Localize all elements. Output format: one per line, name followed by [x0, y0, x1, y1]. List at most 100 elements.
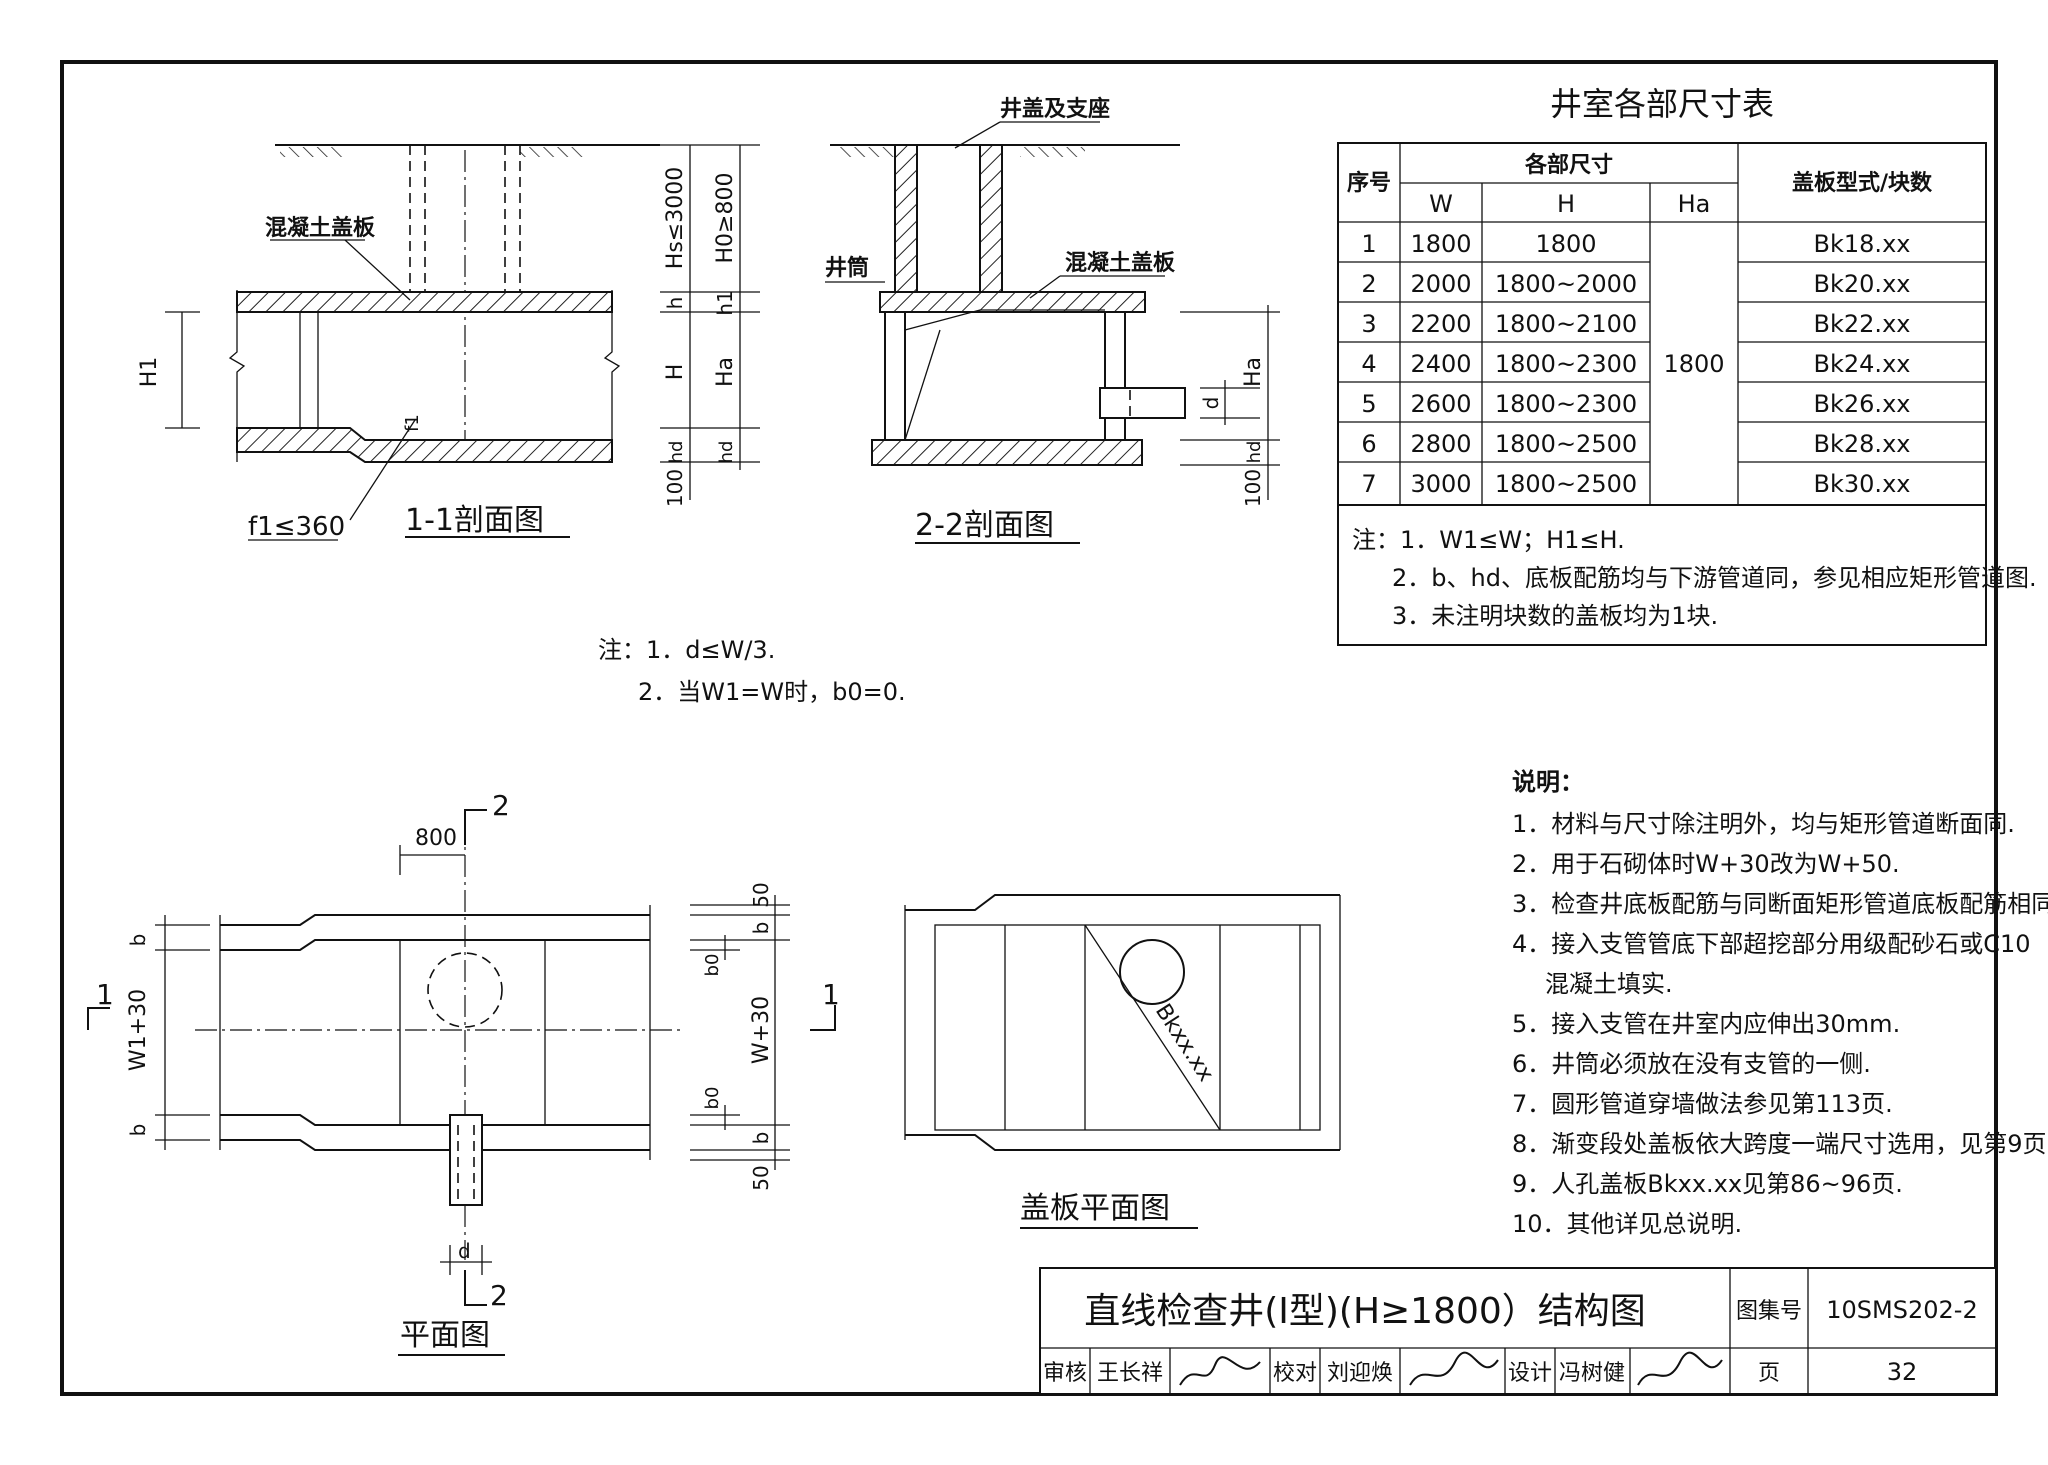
section-1-1-title: 1-1剖面图: [405, 503, 544, 538]
atlas-label: 图集号: [1736, 1299, 1802, 1324]
cell-cover: Bk28.xx: [1814, 430, 1911, 458]
reviewer-signature: [1179, 1356, 1261, 1386]
dim-b0-bottom: b0: [702, 1087, 723, 1110]
cover-plan-title: 盖板平面图: [1020, 1191, 1170, 1226]
mid-note-2: 2．当W1=W时，b0=0.: [638, 678, 906, 706]
explanation-item: 5．接入支管在井室内应伸出30mm.: [1512, 1010, 1900, 1038]
cell-W: 1800: [1410, 230, 1471, 258]
dim-H1: H1: [137, 357, 162, 388]
dim-Ha-section2: Ha: [1241, 357, 1266, 387]
explanation-item: 9．人孔盖板Bkxx.xx见第86~96页.: [1512, 1170, 1903, 1198]
table-title: 井室各部尺寸表: [1550, 85, 1774, 123]
dimension-table: 井室各部尺寸表 序号 各部尺寸 W H Ha 盖板型式/块数 1 1800 18…: [1337, 85, 2037, 646]
dim-b-top-left: b: [126, 934, 150, 947]
checker-signature: [1409, 1351, 1499, 1386]
dim-W1-30: W1+30: [126, 989, 151, 1071]
reviewer-name: 王长祥: [1097, 1361, 1163, 1386]
cell-no: 2: [1361, 270, 1376, 298]
cell-no: 4: [1361, 350, 1376, 378]
cell-cover: Bk26.xx: [1814, 390, 1911, 418]
dim-b-bottom-left: b: [126, 1124, 150, 1137]
dim-W-30: W+30: [749, 996, 774, 1064]
dim-H: H: [663, 364, 688, 381]
dim-Ha: Ha: [713, 357, 738, 387]
explanation-item: 8．渐变段处盖板依大跨度一端尺寸选用，见第9页.: [1512, 1130, 2048, 1158]
cut-mark-1-right: 1: [822, 978, 840, 1011]
table-header-dims: 各部尺寸: [1524, 152, 1613, 178]
cell-W: 2600: [1410, 390, 1471, 418]
atlas-number: 10SMS202-2: [1826, 1296, 1977, 1324]
cell-H: 1800~2300: [1495, 390, 1637, 418]
cut-mark-2-top: 2: [492, 789, 510, 822]
explanation-item: 2．用于石砌体时W+30改为W+50.: [1512, 850, 1900, 878]
dim-Hs: Hs≤3000: [663, 167, 688, 269]
cell-W: 2000: [1410, 270, 1471, 298]
explanation-item: 3．检查井底板配筋与同断面矩形管道底板配筋相同.: [1512, 890, 2048, 918]
explanation-item: 10．其他详见总说明.: [1512, 1210, 1742, 1238]
table-header-cover: 盖板型式/块数: [1792, 170, 1933, 196]
explanation: 说明： 1．材料与尺寸除注明外，均与矩形管道断面同. 2．用于石砌体时W+30改…: [1512, 768, 2048, 1238]
explanation-item: 6．井筒必须放在没有支管的一侧.: [1512, 1050, 1871, 1078]
plan-title: 平面图: [400, 1318, 490, 1353]
label-f1-note: f1≤360: [248, 512, 345, 542]
table-row: 5 2600 1800~2300 Bk26.xx: [1361, 390, 1910, 418]
cut-mark-1-left: 1: [96, 978, 114, 1011]
cell-cover: Bk22.xx: [1814, 310, 1911, 338]
label-cover-slab-2: 混凝土盖板: [1065, 250, 1176, 276]
cell-cover: Bk18.xx: [1814, 230, 1911, 258]
section-2-2-title: 2-2剖面图: [915, 508, 1054, 543]
dim-50-top: 50: [749, 882, 773, 907]
page-number: 32: [1887, 1358, 1918, 1386]
table-note-3: 3．未注明块数的盖板均为1块.: [1392, 602, 1718, 630]
designer-signature: [1637, 1351, 1723, 1386]
cell-no: 1: [1361, 230, 1376, 258]
table-header-Ha: Ha: [1678, 190, 1711, 218]
table-row: 4 2400 1800~2300 Bk24.xx: [1361, 350, 1910, 378]
cell-H: 1800: [1535, 230, 1596, 258]
explanation-item: 7．圆形管道穿墙做法参见第113页.: [1512, 1090, 1893, 1118]
table-header-H: H: [1557, 190, 1575, 218]
table-row: 7 3000 1800~2500 Bk30.xx: [1361, 470, 1910, 498]
cell-no: 6: [1361, 430, 1376, 458]
explanation-item: 4．接入支管管底下部超挖部分用级配砂石或C10: [1512, 930, 2031, 958]
table-note-1: 注：1．W1≤W；H1≤H.: [1352, 526, 1625, 554]
drawing-title: 直线检查井(Ⅰ型)(H≥1800）结构图: [1084, 1291, 1646, 1332]
cover-plan-view: Bkxx.xx 盖板平面图: [904, 894, 1341, 1229]
dim-h1: h1: [713, 290, 737, 315]
dim-100-section2: 100: [1241, 469, 1265, 507]
dim-b-top-right: b: [749, 922, 773, 935]
cell-W: 2200: [1410, 310, 1471, 338]
cell-W: 2400: [1410, 350, 1471, 378]
dim-H0: H0≥800: [713, 173, 738, 264]
dim-h: h: [663, 297, 687, 310]
check-label: 校对: [1273, 1361, 1317, 1386]
cover-slab-label: Bkxx.xx: [1150, 1000, 1218, 1087]
section-2-2: 井盖及支座 井筒 混凝土盖板 2-2剖面图 d Ha hd 100: [825, 96, 1280, 544]
cell-H: 1800~2300: [1495, 350, 1637, 378]
dim-hd: hd: [666, 441, 687, 464]
sheet-frame: [60, 60, 1998, 1396]
explanation-heading: 说明：: [1512, 768, 1584, 796]
table-note-2: 2．b、hd、底板配筋均与下游管道同，参见相应矩形管道图.: [1392, 564, 2037, 592]
cell-cover: Bk24.xx: [1814, 350, 1911, 378]
plan-view: 2 2 1 1 800 b W1+30 b 50 b b0 W+30: [87, 789, 840, 1356]
mid-note-1: 注：1．d≤W/3.: [598, 636, 775, 664]
design-label: 设计: [1508, 1361, 1552, 1386]
table-row: 1 1800 1800 Bk18.xx: [1361, 230, 1910, 258]
section-1-1: H1 混凝土盖板 f1 f1≤360 1-1剖面图 Hs≤3000 H0≥800…: [137, 144, 760, 542]
title-block: 直线检查井(Ⅰ型)(H≥1800）结构图 图集号 10SMS202-2 页 32…: [1039, 1267, 1997, 1395]
cell-H: 1800~2500: [1495, 430, 1637, 458]
explanation-item: 混凝土填实.: [1545, 970, 1673, 998]
label-shaft: 井筒: [825, 255, 869, 281]
explanation-item: 1．材料与尺寸除注明外，均与矩形管道断面同.: [1512, 810, 2015, 838]
dim-800: 800: [415, 826, 457, 851]
review-label: 审核: [1043, 1361, 1087, 1386]
label-cover-slab: 混凝土盖板: [265, 215, 376, 241]
dim-d-section2: d: [1199, 397, 1223, 410]
dim-hd-section2: hd: [1244, 441, 1265, 464]
cell-W: 3000: [1410, 470, 1471, 498]
cell-H: 1800~2000: [1495, 270, 1637, 298]
cut-mark-2-bottom: 2: [490, 1279, 508, 1312]
label-cover-support: 井盖及支座: [1000, 96, 1110, 122]
dim-d-plan: d: [458, 1239, 471, 1263]
